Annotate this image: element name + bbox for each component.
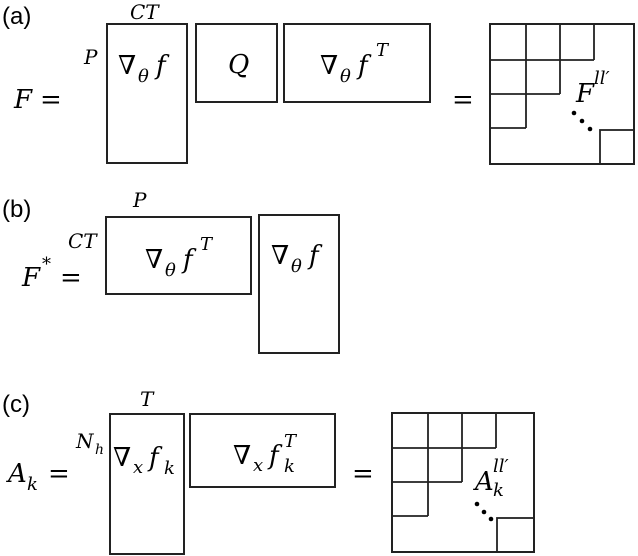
result-block-matrix-c: A ll′ k xyxy=(391,412,535,553)
block-grad-theta-f-a xyxy=(106,23,188,164)
panel-tag-c: (c) xyxy=(2,391,30,418)
equals-sign-c: = xyxy=(48,459,70,489)
panel-tag-b: (b) xyxy=(2,196,31,223)
q-label-a: Q xyxy=(228,50,249,80)
block-grad-theta-f-b xyxy=(258,214,340,354)
grad-function-b2: f xyxy=(307,241,323,271)
ellipsis-dot-a3 xyxy=(587,126,593,132)
panel-a: (a) F = CT P ∇ θ f Q ∇ θ f T = F xyxy=(2,0,635,165)
grad-function-a3: f xyxy=(356,51,372,81)
result-superscript-c: ll′ xyxy=(493,456,509,477)
transpose-superscript-b1: T xyxy=(200,234,214,255)
col-label-a: CT xyxy=(130,0,160,24)
nabla-symbol-a3: ∇ xyxy=(320,51,338,81)
ellipsis-dot-c3 xyxy=(488,516,494,522)
grad-subscript-a1: θ xyxy=(138,66,149,87)
block-grad-x-fk-transpose-c xyxy=(189,413,336,488)
function-subscript-c2: k xyxy=(284,456,295,477)
block-grad-x-fk-c xyxy=(109,413,185,555)
nabla-symbol-c2: ∇ xyxy=(233,441,251,471)
block-grad-theta-f-transpose-a xyxy=(283,23,431,103)
grad-function-c1: f xyxy=(147,443,163,473)
grad-subscript-c1: x xyxy=(133,457,143,478)
grad-subscript-b2: θ xyxy=(291,256,302,277)
nabla-symbol-b1: ∇ xyxy=(145,245,163,275)
row-label-subscript-c: h xyxy=(95,442,104,458)
nabla-symbol-c1: ∇ xyxy=(113,443,131,473)
grad-subscript-b1: θ xyxy=(165,260,176,281)
panel-tag-a: (a) xyxy=(2,3,31,30)
grad-function-a1: f xyxy=(154,51,170,81)
result-subscript-c: k xyxy=(493,480,504,501)
grad-function-c2: f xyxy=(267,441,283,471)
lhs-symbol-c: A xyxy=(6,459,27,489)
panel-b: (b) F * = P CT ∇ θ f T ∇ θ f xyxy=(2,188,340,354)
ellipsis-dot-a1 xyxy=(571,110,577,116)
lhs-symbol-a: F xyxy=(13,85,33,115)
result-symbol-a: F xyxy=(575,79,595,109)
col-label-b: P xyxy=(132,188,147,212)
nabla-symbol-b2: ∇ xyxy=(271,241,289,271)
equals-sign-a: = xyxy=(40,85,62,115)
transpose-superscript-c2: T xyxy=(284,431,298,452)
ellipsis-dot-c2 xyxy=(481,509,487,515)
panel-c: (c) A k = T N h ∇ x f k ∇ x f T k = A ll… xyxy=(2,387,535,555)
lhs-superscript-b: * xyxy=(42,254,51,275)
row-label-a: P xyxy=(83,45,98,69)
result-block-matrix-a: F ll′ xyxy=(489,23,635,165)
transpose-superscript-a3: T xyxy=(376,40,390,61)
ellipsis-dot-a2 xyxy=(579,118,585,124)
col-label-c: T xyxy=(140,387,155,411)
grad-subscript-c2: x xyxy=(253,455,263,476)
block-grad-theta-f-transpose-b xyxy=(105,216,252,295)
equals-sign-a2: = xyxy=(452,85,474,115)
lhs-subscript-c: k xyxy=(27,474,38,495)
row-label-b: CT xyxy=(68,229,98,253)
nabla-symbol-a1: ∇ xyxy=(118,51,136,81)
block-q-a xyxy=(195,23,278,103)
grad-subscript-a3: θ xyxy=(340,66,351,87)
grad-function-b1: f xyxy=(181,245,197,275)
lhs-symbol-b: F xyxy=(21,263,41,293)
equals-sign-c2: = xyxy=(352,459,374,489)
equals-sign-b: = xyxy=(60,263,82,293)
result-superscript-a: ll′ xyxy=(594,68,610,89)
ellipsis-dot-c1 xyxy=(474,501,480,507)
function-subscript-c1: k xyxy=(164,458,175,479)
row-label-c: N xyxy=(75,429,95,453)
result-symbol-c: A xyxy=(473,467,494,497)
